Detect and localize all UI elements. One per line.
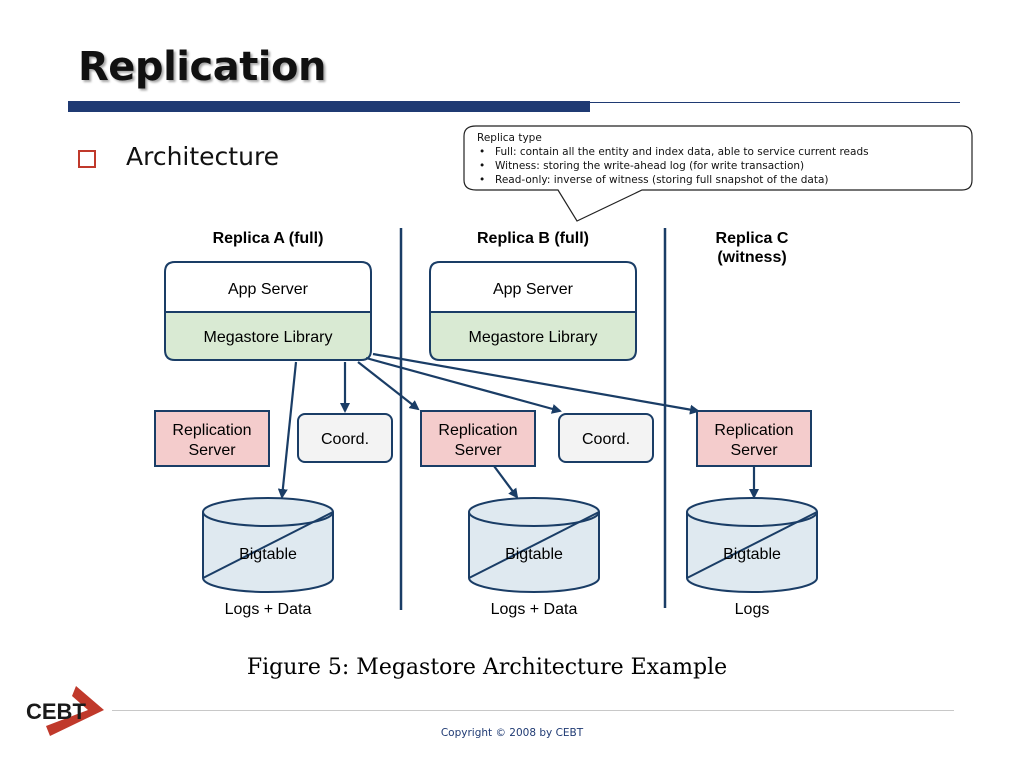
figure-caption: Figure 5: Megastore Architecture Example (247, 655, 727, 680)
svg-text:Server: Server (454, 442, 502, 459)
svg-text:Server: Server (730, 442, 778, 459)
replica-b-library: Megastore Library (469, 329, 598, 346)
replica-a-heading: Replica A (full) (213, 230, 324, 247)
megastore-architecture-diagram: Replica A (full) Replica B (full) Replic… (154, 228, 818, 680)
replica-a-library: Megastore Library (204, 329, 333, 346)
svg-text:Replication: Replication (172, 422, 251, 439)
arrow-library-a-to-bigtable-a (277, 361, 298, 499)
svg-text:Server: Server (188, 442, 236, 459)
replica-c-storage-label: Logs (735, 601, 770, 618)
callout-item-read-only: Read-only: inverse of witness (storing f… (477, 173, 967, 187)
svg-text:Bigtable: Bigtable (505, 546, 563, 563)
svg-text:Coord.: Coord. (582, 431, 630, 448)
svg-text:Bigtable: Bigtable (239, 546, 297, 563)
callout-item-witness: Witness: storing the write-ahead log (fo… (477, 159, 967, 173)
title-underline-thick (68, 101, 590, 112)
replica-c-replication-server: Replication Server (696, 410, 812, 467)
svg-text:Replication: Replication (714, 422, 793, 439)
connection-arrows (277, 352, 759, 499)
slide-title: Replication (78, 44, 326, 90)
logo-text: CEBT (26, 699, 86, 724)
replica-a-bigtable: Bigtable (202, 497, 334, 593)
replica-c-heading-line2: (witness) (717, 249, 786, 266)
footer-divider (112, 710, 954, 711)
replica-a-app-stack: App Server Megastore Library (164, 261, 372, 361)
replica-b-app-server: App Server (493, 281, 574, 298)
svg-text:Coord.: Coord. (321, 431, 369, 448)
arrow-library-a-to-replication-b (357, 361, 420, 411)
replica-type-callout: Replica type Full: contain all the entit… (477, 131, 967, 187)
square-bullet-icon (78, 150, 96, 168)
replica-a-storage-label: Logs + Data (225, 601, 312, 618)
replica-b-storage-label: Logs + Data (491, 601, 578, 618)
copyright-text: Copyright © 2008 by CEBT (440, 727, 584, 739)
replica-a-app-server: App Server (228, 281, 309, 298)
svg-text:Bigtable: Bigtable (723, 546, 781, 563)
replica-b-app-stack: App Server Megastore Library (429, 261, 637, 361)
replica-a-coordinator: Coord. (297, 413, 393, 463)
cebt-logo: CEBT (26, 686, 104, 736)
title-underline-thin (590, 102, 960, 103)
replica-a-replication-server: Replication Server (154, 410, 270, 467)
callout-item-full: Full: contain all the entity and index d… (477, 145, 967, 159)
replica-b-replication-server: Replication Server (420, 410, 536, 467)
replica-b-heading: Replica B (full) (477, 230, 589, 247)
callout-heading: Replica type (477, 132, 542, 144)
svg-text:Replication: Replication (438, 422, 517, 439)
replica-c-bigtable: Bigtable (686, 497, 818, 593)
arrow-replication-b-to-bigtable-b (493, 465, 519, 499)
arrow-library-a-to-replication-c (372, 352, 700, 415)
bullet-architecture: Architecture (126, 142, 280, 171)
replica-b-bigtable: Bigtable (468, 497, 600, 593)
replica-c-heading-line1: Replica C (716, 230, 789, 247)
replica-b-coordinator: Coord. (558, 413, 654, 463)
arrow-library-a-to-coord-b (365, 356, 562, 414)
